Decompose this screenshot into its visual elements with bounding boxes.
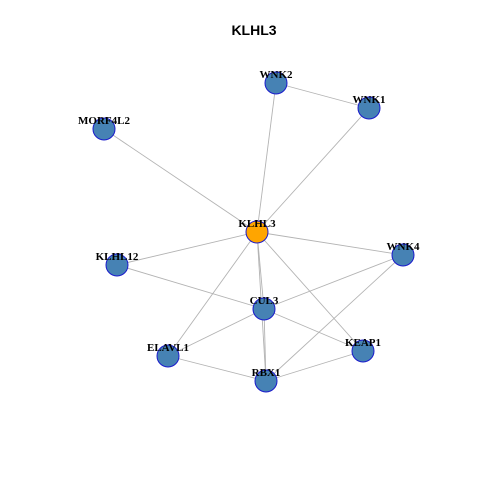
node-circle-cul3[interactable] (252, 297, 276, 321)
edge-wnk2-klhl3 (256, 82, 277, 233)
edge-wnk1-klhl3 (256, 107, 370, 233)
node-label-wnk4: WNK4 (387, 241, 421, 253)
node-label-klhl12: KLHL12 (96, 251, 139, 263)
node-circle-klhl12[interactable] (105, 253, 129, 277)
node-wnk1[interactable]: WNK1 (353, 94, 386, 120)
node-label-elavl1: ELAVL1 (147, 342, 189, 354)
node-circle-wnk1[interactable] (357, 96, 381, 120)
node-label-morf4l2: MORF4L2 (78, 115, 130, 127)
node-circle-wnk4[interactable] (391, 243, 415, 267)
edge-klhl12-cul3 (116, 264, 265, 310)
edge-elavl1-rbx1 (167, 355, 267, 382)
node-label-wnk1: WNK1 (353, 94, 386, 106)
node-wnk4[interactable]: WNK4 (387, 241, 421, 267)
node-label-keap1: KEAP1 (345, 337, 381, 349)
node-rbx1[interactable]: RBX1 (252, 367, 281, 393)
edge-cul3-rbx1 (263, 308, 267, 382)
node-elavl1[interactable]: ELAVL1 (147, 342, 189, 368)
node-circle-wnk2[interactable] (264, 71, 288, 95)
node-cul3[interactable]: CUL3 (250, 295, 279, 321)
node-label-klhl3: KLHL3 (238, 218, 276, 230)
edge-klhl3-klhl12 (116, 231, 258, 266)
node-circle-klhl3[interactable] (245, 220, 269, 244)
edge-keap1-rbx1 (265, 350, 364, 382)
node-circle-keap1[interactable] (351, 339, 375, 363)
edge-wnk4-rbx1 (265, 254, 404, 382)
node-label-cul3: CUL3 (250, 295, 279, 307)
edge-klhl3-wnk4 (256, 231, 404, 256)
node-morf4l2[interactable]: MORF4L2 (78, 115, 130, 141)
node-circle-elavl1[interactable] (156, 344, 180, 368)
node-klhl3[interactable]: KLHL3 (238, 218, 276, 244)
edge-cul3-elavl1 (167, 308, 265, 357)
edge-morf4l2-klhl3 (103, 128, 258, 233)
edge-wnk4-cul3 (263, 254, 404, 310)
node-klhl12[interactable]: KLHL12 (96, 251, 139, 277)
node-label-rbx1: RBX1 (252, 367, 281, 379)
node-keap1[interactable]: KEAP1 (345, 337, 381, 363)
node-label-wnk2: WNK2 (260, 69, 294, 81)
diagram-title: KLHL3 (231, 22, 276, 38)
node-circle-morf4l2[interactable] (92, 117, 116, 141)
node-wnk2[interactable]: WNK2 (260, 69, 294, 95)
edge-cul3-keap1 (263, 308, 364, 352)
edges-layer (103, 82, 404, 382)
edge-wnk2-wnk1 (275, 82, 370, 109)
node-circle-rbx1[interactable] (254, 369, 278, 393)
